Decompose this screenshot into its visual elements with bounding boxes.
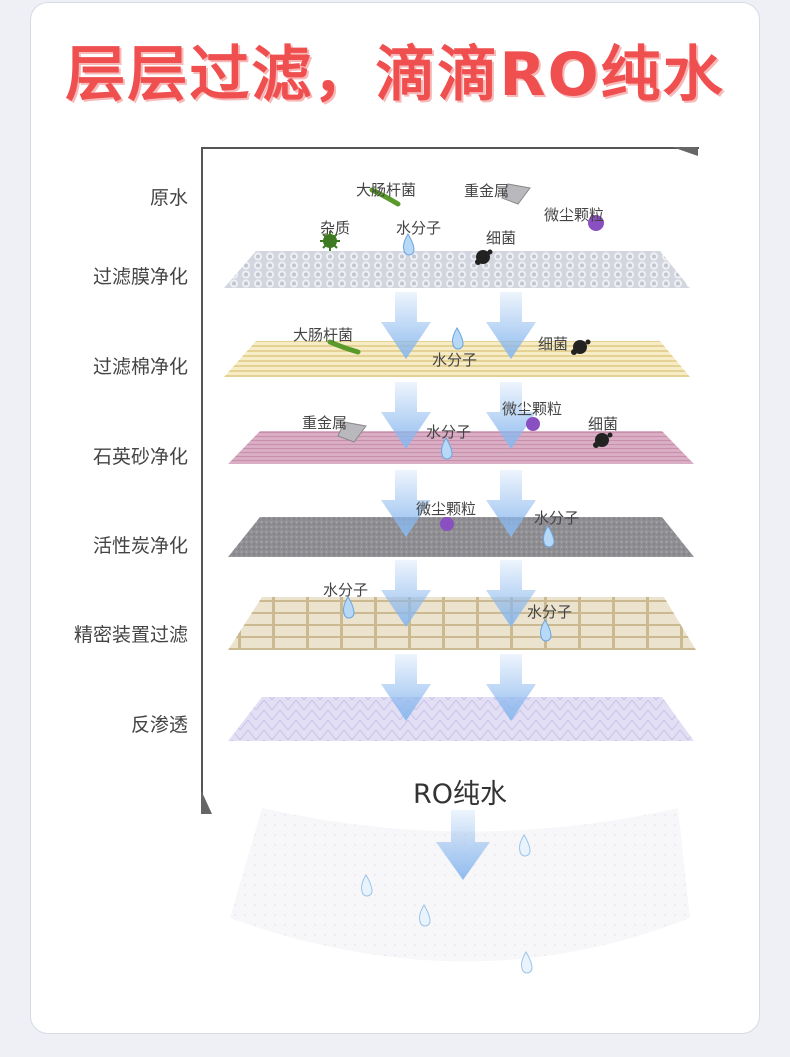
label-water-raw: 水分子	[396, 219, 442, 237]
label-dust-raw: 微尘颗粒	[544, 206, 605, 224]
row-label-reverse-osmosis: 反渗透	[130, 714, 188, 736]
label-bacteria-membrane: 细菌	[538, 335, 569, 353]
water-drop-icon	[540, 619, 552, 642]
row-label-precision-filter: 精密装置过滤	[73, 624, 188, 646]
impurity-spikes-icon	[320, 231, 340, 251]
flow-arrows-left	[381, 292, 431, 721]
precision-filter-layer	[228, 597, 696, 650]
label-water-membrane: 水分子	[432, 351, 478, 369]
water-drop-icon	[543, 525, 555, 548]
bacteria-icon	[571, 339, 591, 355]
bacteria-icon	[593, 432, 613, 448]
ecoli-icon	[369, 187, 401, 207]
water-drop-icon	[452, 327, 464, 350]
heavy-metal-icon	[337, 421, 367, 443]
final-flow-arrow	[436, 810, 490, 880]
label-impurity-raw: 杂质	[320, 219, 351, 237]
label-heavy-metal-raw: 重金属	[464, 182, 510, 200]
reverse-osmosis-layer	[228, 697, 694, 741]
heavy-metal-icon	[501, 183, 531, 205]
dust-icon	[526, 417, 540, 431]
ecoli-icon	[327, 339, 361, 355]
top-axis-arrow	[672, 147, 698, 156]
left-axis-arrow	[201, 790, 212, 814]
label-water-cotton: 水分子	[426, 423, 472, 441]
row-label-membrane: 过滤膜净化	[92, 266, 188, 288]
row-label-quartz-sand: 石英砂净化	[92, 446, 188, 468]
label-bacteria-cotton: 细菌	[588, 415, 619, 433]
flow-arrows-right	[486, 292, 536, 721]
label-dust-cotton: 微尘颗粒	[502, 400, 563, 418]
label-bacteria-raw: 细菌	[486, 229, 517, 247]
label-water-carbon-2: 水分子	[527, 603, 573, 621]
row-label-activated-carbon: 活性炭净化	[92, 535, 188, 557]
dust-icon	[440, 517, 454, 531]
pure-water-sheet	[230, 808, 690, 962]
bacteria-icon	[475, 249, 493, 265]
label-ecoli-raw: 大肠杆菌	[356, 181, 417, 199]
label-water-carbon-1: 水分子	[323, 581, 369, 599]
dust-icon	[588, 215, 604, 231]
top-axis-line	[201, 147, 699, 149]
water-drop-icon	[343, 596, 355, 619]
water-drop-icon	[521, 951, 533, 974]
label-water-sand: 水分子	[534, 509, 580, 527]
left-axis-line	[201, 147, 203, 812]
activated-carbon-layer	[228, 517, 694, 557]
water-drop-icon	[403, 233, 415, 256]
ro-pure-water-label: RO纯水	[412, 779, 507, 810]
water-drop-icon	[361, 874, 373, 897]
water-drop-icon	[419, 904, 431, 927]
water-drop-icon	[519, 834, 531, 857]
quartz-sand-layer	[228, 431, 694, 464]
page-title: 层层过滤，滴滴RO纯水	[65, 40, 725, 110]
water-drop-icon	[441, 437, 453, 460]
label-dust-sand: 微尘颗粒	[416, 500, 477, 518]
label-heavy-metal-cotton: 重金属	[302, 414, 348, 432]
row-label-cotton: 过滤棉净化	[92, 356, 188, 378]
label-ecoli-membrane: 大肠杆菌	[293, 326, 354, 344]
membrane-layer	[224, 251, 690, 288]
row-label-raw-water: 原水	[149, 187, 188, 209]
